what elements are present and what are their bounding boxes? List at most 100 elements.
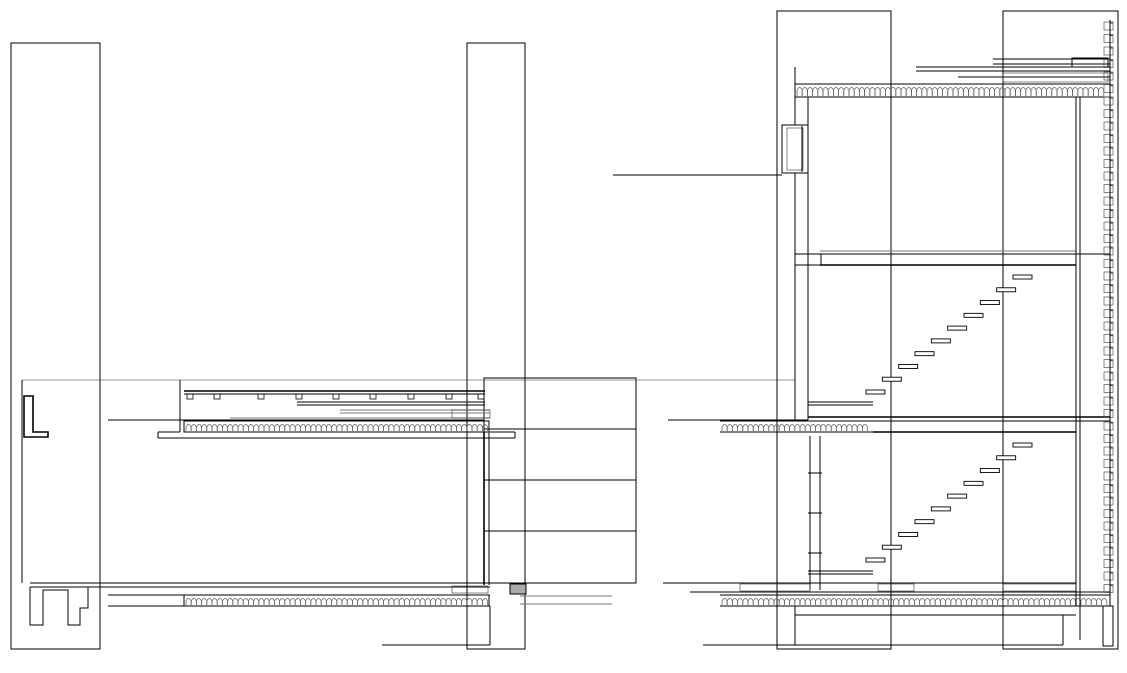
vault-block — [393, 424, 400, 431]
cladding-panel — [1103, 234, 1114, 243]
vault-block — [812, 87, 819, 96]
vault-block — [758, 424, 764, 431]
vault-block — [315, 598, 322, 605]
stair-step — [914, 519, 935, 525]
vault-block — [378, 598, 384, 605]
vault-block — [450, 598, 457, 605]
vault-block — [232, 598, 239, 605]
cladding-panel — [1103, 296, 1114, 306]
vault-block — [968, 87, 975, 96]
vault-block — [763, 598, 770, 605]
vault-block — [825, 598, 832, 605]
cladding-panel — [1103, 171, 1114, 181]
vault-block — [856, 598, 863, 605]
vault-block — [190, 598, 197, 605]
vault-block — [253, 424, 260, 431]
vault-block — [862, 424, 868, 431]
vault-block — [768, 424, 775, 431]
vault-block — [994, 87, 1001, 96]
vault-block — [833, 87, 839, 96]
vault-block — [471, 598, 478, 605]
vault-block — [372, 598, 379, 605]
vault-block — [966, 598, 972, 605]
vault-block — [929, 598, 936, 605]
cladding-panel — [1103, 84, 1114, 93]
vault-block — [424, 598, 431, 605]
vault-block — [1098, 87, 1105, 96]
cladding-panel — [1103, 184, 1114, 193]
vault-block — [997, 598, 1004, 605]
vault-block — [914, 598, 920, 605]
vault-block — [440, 424, 447, 431]
vault-block — [1064, 598, 1071, 605]
vault-block — [320, 424, 327, 431]
cladding-panel — [1103, 521, 1114, 531]
vault-block — [778, 424, 785, 431]
vault-block — [872, 598, 879, 605]
vault-block — [326, 424, 332, 431]
vault-block — [1096, 598, 1102, 605]
vault-block — [905, 87, 912, 96]
vault-block — [294, 598, 301, 605]
vault-block — [310, 598, 317, 605]
vault-block — [263, 424, 270, 431]
vault-right-roof — [796, 87, 1105, 96]
vault-block — [1054, 598, 1061, 605]
ceiling-hangers — [186, 393, 485, 400]
vault-block — [378, 424, 384, 431]
vault-block — [836, 598, 842, 605]
vault-block — [242, 424, 249, 431]
vault-block — [737, 598, 744, 605]
vault-block — [877, 598, 884, 605]
vault-block — [1038, 598, 1045, 605]
vault-block — [383, 424, 390, 431]
vault-block — [341, 424, 348, 431]
vault-block — [947, 87, 954, 96]
vault-block — [1049, 598, 1056, 605]
vault-block — [981, 598, 988, 605]
vault-block — [471, 424, 478, 431]
vault-block — [222, 424, 228, 431]
vault-block — [367, 424, 374, 431]
vault-block — [289, 598, 296, 605]
vault-block — [950, 598, 957, 605]
vault-block — [1030, 87, 1037, 96]
vault-block — [1046, 87, 1053, 96]
vault-block — [404, 424, 410, 431]
vault-block — [466, 424, 473, 431]
vault-block — [856, 424, 863, 431]
vault-block — [398, 598, 405, 605]
stair-step — [947, 325, 968, 331]
vault-block — [999, 87, 1006, 96]
vault-block — [1023, 598, 1030, 605]
vault-block — [794, 424, 801, 431]
cladding-panel — [1103, 334, 1114, 343]
vault-block — [388, 424, 395, 431]
vault-block — [482, 424, 488, 431]
vault-block — [1009, 87, 1016, 96]
cladding-panel — [1103, 434, 1114, 443]
vault-block — [867, 598, 874, 605]
vault-block — [945, 598, 952, 605]
vault-block — [934, 598, 941, 605]
vault-block — [331, 424, 338, 431]
stair-step — [996, 287, 1017, 293]
vault-block — [216, 598, 223, 605]
vault-block — [190, 424, 197, 431]
cladding-panel — [1103, 259, 1114, 268]
vault-block — [440, 598, 447, 605]
vault-block — [747, 424, 754, 431]
vault-block — [336, 424, 343, 431]
vault-block — [1028, 598, 1035, 605]
vault-block — [456, 424, 462, 431]
vault-block — [838, 87, 845, 96]
vault-block — [362, 424, 369, 431]
vault-block — [461, 424, 468, 431]
vault-block — [206, 598, 213, 605]
vault-block — [435, 598, 442, 605]
vault-block — [879, 87, 886, 96]
vault-block — [768, 598, 775, 605]
vault-block — [242, 598, 249, 605]
stair-step — [1012, 274, 1033, 280]
cladding-panel — [1103, 396, 1114, 406]
